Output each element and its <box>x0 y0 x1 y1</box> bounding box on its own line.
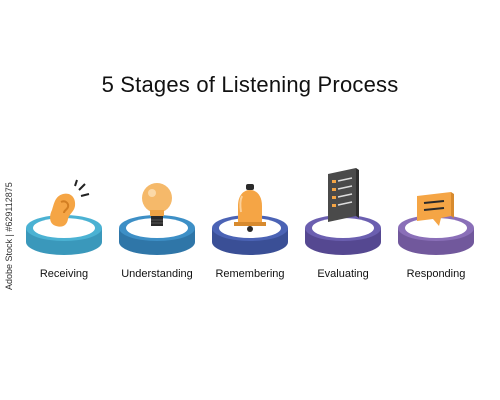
checklist-icon <box>328 168 359 222</box>
platform-understanding <box>119 215 195 255</box>
stage-label-receiving: Receiving <box>39 268 89 280</box>
platform-responding <box>398 215 474 255</box>
stage-label-responding: Responding <box>406 268 466 280</box>
stage-responding: Responding <box>391 176 481 296</box>
stage-label-understanding: Understanding <box>121 268 193 280</box>
speech-bubble-icon <box>417 192 454 226</box>
stage-understanding: Understanding <box>112 176 202 296</box>
platform-receiving <box>26 215 102 255</box>
lightbulb-icon <box>142 183 172 226</box>
stock-watermark: Adobe Stock | #629112875 <box>4 182 14 290</box>
platform-evaluating <box>305 215 381 255</box>
stage-evaluating: Evaluating <box>298 168 388 296</box>
diagram-title: 5 Stages of Listening Process <box>101 72 399 97</box>
ear-icon <box>50 179 90 227</box>
stage-label-evaluating: Evaluating <box>317 268 369 280</box>
stage-label-remembering: Remembering <box>215 268 285 280</box>
stage-remembering: Remembering <box>205 176 295 296</box>
stage-receiving: Receiving <box>19 176 109 296</box>
bell-icon <box>234 184 266 232</box>
